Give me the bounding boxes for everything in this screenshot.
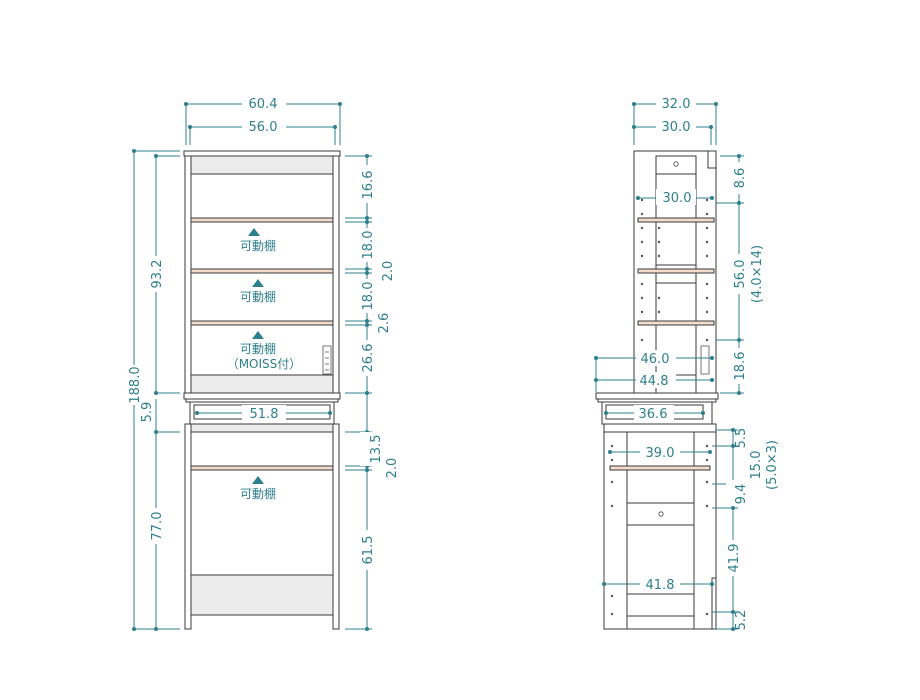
front-top-board bbox=[183, 150, 341, 157]
svg-text:5.5: 5.5 bbox=[734, 428, 749, 449]
front-upper-left-panel bbox=[184, 155, 192, 394]
svg-text:56.0: 56.0 bbox=[733, 260, 748, 289]
dim-side-lower-shelf-depth: 39.0 bbox=[608, 444, 712, 461]
svg-text:46.0: 46.0 bbox=[641, 352, 670, 367]
svg-text:26.6: 26.6 bbox=[361, 344, 376, 373]
side-lower-bottom-rail bbox=[626, 593, 695, 617]
moiss-icon bbox=[322, 345, 332, 375]
svg-text:188.0: 188.0 bbox=[128, 366, 143, 403]
dim-front-height-upper: 93.2 bbox=[148, 154, 180, 395]
svg-text:2.0: 2.0 bbox=[385, 458, 400, 479]
svg-text:30.0: 30.0 bbox=[663, 191, 692, 206]
svg-text:56.0: 56.0 bbox=[249, 120, 278, 135]
dim-front-height-total: 188.0 bbox=[126, 149, 180, 631]
svg-text:18.0: 18.0 bbox=[361, 282, 376, 311]
dim-front-width-outer: 60.4 bbox=[184, 95, 342, 145]
svg-text:32.0: 32.0 bbox=[662, 97, 691, 112]
front-upper-right-panel bbox=[332, 155, 340, 394]
side-shelf-1 bbox=[637, 217, 715, 223]
dim-front-width-inner: 56.0 bbox=[188, 118, 337, 145]
shelf-label-4: 可動棚 bbox=[240, 476, 276, 501]
front-shelf-1 bbox=[190, 217, 334, 223]
svg-text:41.8: 41.8 bbox=[646, 578, 675, 593]
svg-text:13.5: 13.5 bbox=[369, 435, 384, 464]
svg-text:44.8: 44.8 bbox=[640, 374, 669, 389]
side-lower-shelf bbox=[609, 465, 711, 471]
shelf-label-text: 可動棚 bbox=[240, 486, 276, 501]
svg-text:39.0: 39.0 bbox=[646, 446, 675, 461]
svg-text:15.0: 15.0 bbox=[749, 451, 764, 480]
dim-side-desk-depth-inner: 44.8 bbox=[594, 372, 714, 389]
front-upper-bottom-rail bbox=[190, 374, 334, 394]
side-shelf-2 bbox=[637, 268, 715, 274]
svg-text:16.6: 16.6 bbox=[361, 171, 376, 200]
dim-side-depth-inner: 30.0 bbox=[632, 118, 713, 145]
front-view: 可動棚 可動棚 可動棚 （MOISS付） 可動棚 60.4 bbox=[126, 95, 400, 631]
front-bottom-kick bbox=[190, 574, 334, 616]
dim-front-height-lower: 77.0 bbox=[148, 432, 180, 631]
svg-text:41.9: 41.9 bbox=[727, 544, 742, 573]
shelf-label-3: 可動棚 （MOISS付） bbox=[227, 331, 302, 371]
dim-side-depth-outer: 32.0 bbox=[632, 95, 718, 145]
dim-side-upper-shelf-depth: 30.0 bbox=[636, 189, 714, 206]
front-lower-right-panel bbox=[332, 423, 340, 630]
svg-text:5.9: 5.9 bbox=[140, 402, 155, 423]
front-lower-top-rail bbox=[190, 423, 334, 433]
svg-text:61.5: 61.5 bbox=[361, 536, 376, 565]
shelf-label-text: 可動棚 bbox=[240, 341, 276, 356]
svg-text:60.4: 60.4 bbox=[249, 97, 278, 112]
front-top-rail bbox=[190, 155, 334, 175]
side-view: 32.0 30.0 30.0 46.0 44.8 bbox=[594, 95, 780, 631]
front-lower-left-panel bbox=[184, 423, 192, 630]
svg-text:2.0: 2.0 bbox=[381, 261, 396, 282]
svg-text:(5.0×3): (5.0×3) bbox=[765, 440, 780, 490]
side-desk-top bbox=[595, 392, 719, 400]
svg-text:30.0: 30.0 bbox=[662, 120, 691, 135]
dim-front-right-column: 16.6 18.0 2.0 18.0 2.6 26.6 13.5 2.0 61.… bbox=[345, 154, 400, 631]
shelf-label-text: 可動棚 bbox=[240, 238, 276, 253]
svg-text:(4.0×14): (4.0×14) bbox=[750, 245, 765, 303]
side-mid-rail bbox=[655, 264, 697, 284]
dim-front-gap-mid: 5.9 bbox=[140, 399, 180, 434]
side-lower-holes bbox=[610, 444, 709, 616]
front-lower-shelf bbox=[190, 465, 334, 471]
shelf-label-1: 可動棚 bbox=[240, 228, 276, 253]
dim-side-drawer-depth: 36.6 bbox=[604, 405, 705, 422]
svg-text:51.8: 51.8 bbox=[250, 407, 279, 422]
svg-text:9.4: 9.4 bbox=[734, 484, 749, 505]
svg-text:18.6: 18.6 bbox=[733, 352, 748, 381]
dim-side-bottom-depth: 41.8 bbox=[602, 576, 714, 593]
side-lower-top-rail bbox=[603, 423, 717, 433]
dim-side-desk-depth: 46.0 bbox=[594, 350, 714, 392]
svg-text:2.6: 2.6 bbox=[377, 313, 392, 334]
shelf-label-text: 可動棚 bbox=[240, 289, 276, 304]
front-desk-top bbox=[183, 392, 341, 400]
svg-text:93.2: 93.2 bbox=[150, 260, 165, 289]
svg-text:77.0: 77.0 bbox=[150, 512, 165, 541]
svg-text:18.0: 18.0 bbox=[361, 231, 376, 260]
side-moiss-icon bbox=[700, 345, 710, 375]
front-shelf-2 bbox=[190, 268, 334, 274]
dim-front-desk-width: 51.8 bbox=[195, 405, 332, 422]
svg-text:36.6: 36.6 bbox=[639, 407, 668, 422]
dim-side-right-column: 8.6 56.0 (4.0×14) 18.6 5.5 15.0 (5.0×3) … bbox=[712, 154, 780, 631]
moiss-label-text: （MOISS付） bbox=[227, 357, 302, 371]
svg-text:8.6: 8.6 bbox=[733, 168, 748, 189]
side-upper-holes bbox=[640, 198, 709, 356]
svg-text:5.2: 5.2 bbox=[734, 610, 749, 631]
front-shelf-3 bbox=[190, 320, 334, 326]
side-shelf-3 bbox=[637, 320, 715, 326]
shelf-label-2: 可動棚 bbox=[240, 279, 276, 304]
